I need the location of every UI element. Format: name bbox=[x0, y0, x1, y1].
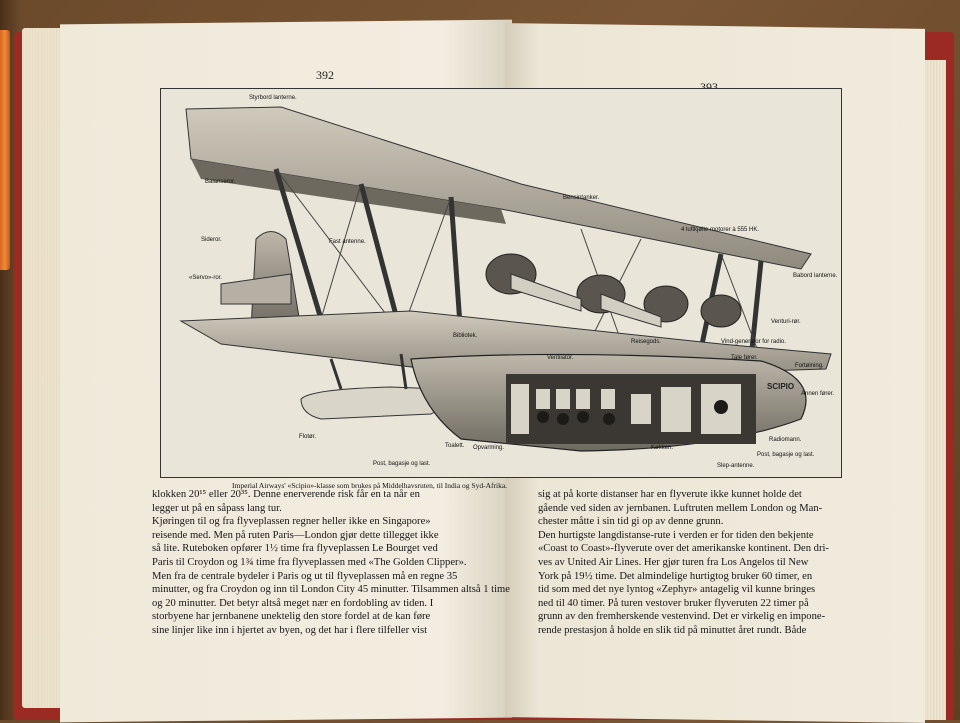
label-babord: Babord lanterne. bbox=[793, 273, 838, 279]
text-line: chester måtte i sin tid gi op av denne g… bbox=[538, 516, 724, 528]
label-post-bagasje-right: Post, bagasje og last. bbox=[757, 452, 815, 458]
seaplane-drawing: SCIPIO bbox=[179, 106, 832, 452]
label-fortoining: Fortøining. bbox=[795, 363, 824, 369]
text-line: ves av United Air Lines. Her gjør turen … bbox=[538, 556, 809, 568]
pencil bbox=[0, 30, 10, 270]
text-line: så lite. Ruteboken opfører 1½ time fra f… bbox=[152, 543, 438, 555]
label-fast-antenne: Fast antenne. bbox=[329, 239, 366, 245]
text-line: rende prestasjon å holde en slik tid på … bbox=[538, 624, 807, 636]
text-line: sine linjer like inn i hjertet av byen, … bbox=[152, 624, 428, 636]
label-bensintanker: Bensintanker. bbox=[563, 195, 600, 201]
label-motorer: 4 luftkjølte motorer à 555 HK. bbox=[681, 227, 760, 233]
text-line: York på 19½ time. Det almindelige hurtig… bbox=[538, 570, 813, 582]
text-line: Den hurtigste langdistanse-rute i verden… bbox=[538, 529, 814, 541]
text-line: tid som med det nye lyntog «Zephyr» anta… bbox=[538, 584, 816, 596]
text-line: legger ut på en såpass lang tur. bbox=[152, 502, 282, 514]
label-vindgenerator: Vind-generator for radio. bbox=[721, 339, 786, 345]
text-line: klokken 20¹⁵ eller 20³⁵. Denne enerveren… bbox=[152, 489, 420, 500]
text-line: Kjøringen til og fra flyveplassen regner… bbox=[152, 516, 431, 528]
text-line: Men fra de centrale bydeler i Paris og u… bbox=[152, 570, 458, 582]
text-line: ned til 40 timer. På turen vestover bruk… bbox=[538, 597, 809, 609]
label-toalett: Toalett. bbox=[445, 443, 465, 449]
label-tale: Tale fører. bbox=[731, 355, 758, 361]
label-radiomann: Radiomann. bbox=[769, 437, 802, 443]
label-sideror: Sideror. bbox=[201, 237, 222, 243]
page-number-left: 392 bbox=[316, 68, 334, 82]
label-ventilator: Ventilator. bbox=[547, 355, 574, 361]
text-line: Paris til Croydon og 1¾ time fra flyvepl… bbox=[152, 556, 467, 568]
label-slep-antenne: Slep-antenne. bbox=[717, 463, 755, 469]
label-styrbord: Styrbord lanterne. bbox=[249, 95, 297, 101]
label-post-bagasje-left: Post, bagasje og last. bbox=[373, 461, 431, 467]
text-line: «Coast to Coast»-flyverute over det amer… bbox=[538, 543, 829, 555]
text-line: gående ved siden av jernbanen. Luftruten… bbox=[538, 502, 823, 514]
label-bibliotek: Bibliotek. bbox=[453, 333, 478, 339]
text-line: grunn av den fremherskende vestenvind. D… bbox=[538, 611, 826, 623]
text-line: reisende med. Men på ruten Paris—London … bbox=[152, 529, 439, 541]
label-venturi: Venturi-rør. bbox=[771, 319, 801, 325]
text-line: sig at på korte distanser har en flyveru… bbox=[538, 489, 802, 500]
left-page-text: klokken 20¹⁵ eller 20³⁵. Denne enerveren… bbox=[152, 488, 510, 638]
label-reisegods: Reisegods. bbox=[631, 339, 662, 345]
seaplane-cutaway-illustration: SCIPIO Styrbord lanterne. Balanseror. Si… bbox=[160, 88, 842, 478]
label-kokken: Køkken. bbox=[651, 445, 674, 451]
label-annen-forer: Annen fører. bbox=[801, 391, 835, 397]
label-flotor: Flotør. bbox=[299, 434, 317, 440]
label-opvarming: Opvarming. bbox=[473, 445, 505, 451]
label-servo: «Servo»-ror. bbox=[189, 275, 223, 281]
text-line: storbyene har jernbanene unektelig den s… bbox=[152, 611, 431, 623]
text-line: minutter, og fra Croydon og inn til Lond… bbox=[152, 584, 510, 596]
text-line: og 20 minutter. Det betyr altså meget næ… bbox=[152, 597, 434, 609]
figure-caption: Imperial Airways' «Scipio»-klasse som br… bbox=[232, 481, 508, 490]
hull-name-text: SCIPIO bbox=[767, 382, 794, 391]
right-page-text: sig at på korte distanser har en flyveru… bbox=[538, 488, 850, 638]
label-balanseror: Balanseror. bbox=[205, 179, 236, 185]
